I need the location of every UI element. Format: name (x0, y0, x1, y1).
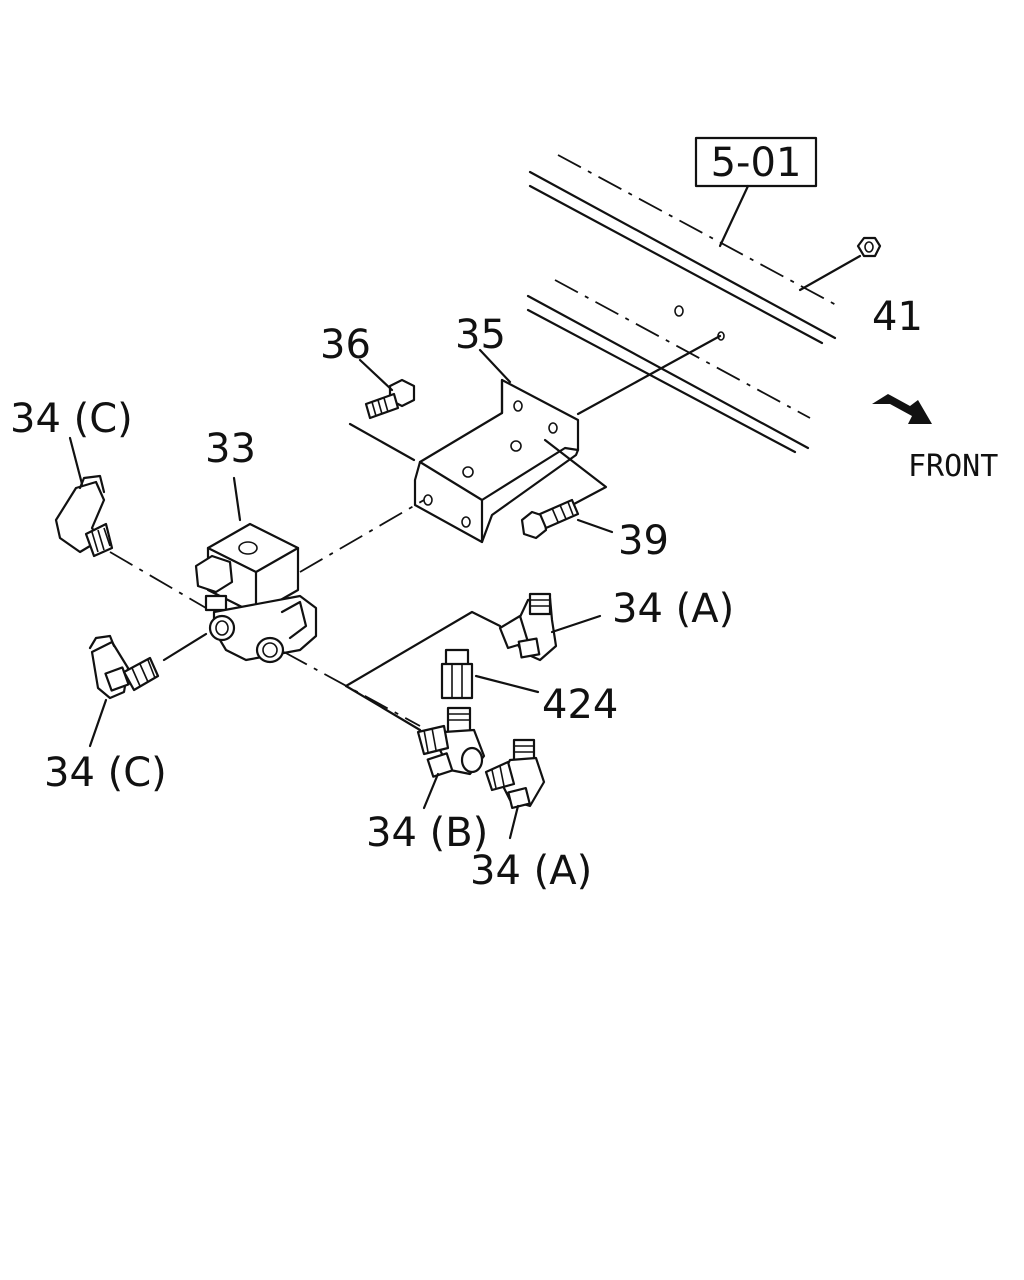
elbow-c-lower-leader (88, 698, 108, 748)
flange-nut (856, 236, 882, 258)
fitting-group-line-lower (344, 684, 422, 732)
bracket-part-number[interactable]: 35 (455, 312, 506, 358)
adapter-leader (474, 674, 540, 694)
bracket-to-frame-line (576, 334, 722, 416)
front-arrow-icon (872, 394, 932, 424)
nut-leader (798, 254, 862, 292)
elbow-fitting-c-lower (88, 634, 160, 700)
frame-rail-lower (526, 279, 811, 454)
adapter-part-number[interactable]: 424 (542, 682, 618, 728)
bracket-leader (478, 348, 512, 384)
bolt-upper-leader (358, 358, 394, 392)
bolt-lower (520, 498, 580, 540)
elbow-fitting-c-upper (54, 474, 114, 558)
reference-box[interactable]: 5-01 (694, 136, 818, 188)
elbow-a-upper-part-number[interactable]: 34 (A) (612, 586, 734, 632)
mounting-bracket (413, 378, 580, 544)
elbow-a-upper-leader (550, 614, 602, 634)
reference-label: 5-01 (711, 140, 802, 186)
tee-b-leader (422, 772, 440, 810)
bolt-upper (364, 378, 416, 420)
valve-lower-centerline (283, 651, 421, 727)
elbow-c-upper-leader (68, 436, 84, 486)
elbow-fitting-a-upper (498, 592, 558, 662)
bolt-lower-line (543, 438, 608, 506)
bolt-upper-line (348, 422, 416, 462)
fitting-group-line (344, 610, 502, 688)
bolt-lower-leader (576, 518, 614, 534)
valve-bracket-centerline (299, 499, 425, 573)
tee-fitting-b (416, 706, 486, 778)
bolt-lower-part-number[interactable]: 39 (618, 518, 669, 564)
reference-leader (718, 184, 750, 248)
valve-left-centerline (109, 551, 207, 609)
elbow-a-lower-part-number[interactable]: 34 (A) (470, 848, 592, 894)
front-label: FRONT (908, 449, 998, 484)
elbow-c-upper-part-number[interactable]: 34 (C) (10, 396, 133, 442)
solenoid-valve (194, 522, 318, 664)
elbow-a-lower-leader (508, 804, 520, 840)
bolt-upper-part-number[interactable]: 36 (320, 322, 371, 368)
valve-part-number[interactable]: 33 (205, 426, 256, 472)
hex-adapter (440, 648, 474, 700)
nut-part-number[interactable]: 41 (872, 294, 923, 340)
elbow-c-lower-part-number[interactable]: 34 (C) (44, 750, 167, 796)
elbow-fitting-a-lower (484, 738, 546, 810)
tee-b-part-number[interactable]: 34 (B) (366, 810, 488, 856)
frame-rail-upper (528, 154, 839, 345)
valve-lower-left-line (162, 632, 208, 662)
valve-leader (232, 476, 242, 522)
